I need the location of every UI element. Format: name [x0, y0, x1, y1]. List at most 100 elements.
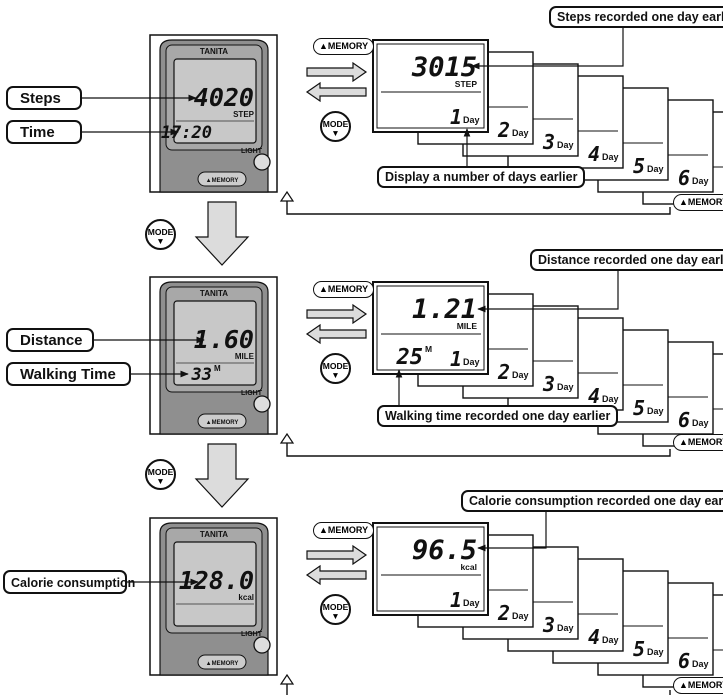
history-panel-front-inner: [376, 285, 485, 371]
history-day-number: 4: [588, 384, 600, 408]
history-front-unit: kcal: [460, 562, 477, 572]
callout-walking-time-one-day-earlier: Walking time recorded one day earlier: [377, 405, 619, 427]
device-brand: TANITA: [200, 47, 228, 56]
device-light-label: LIGHT: [241, 631, 263, 638]
history-front-sub-value: 25: [396, 345, 424, 370]
history-day-number: 2: [497, 360, 510, 384]
memory-button-row3[interactable]: ▲MEMORY: [313, 522, 375, 539]
arrow-left-mode: [305, 564, 367, 586]
history-day-number: 3: [542, 372, 555, 396]
history-front-day-number: 1: [450, 347, 462, 371]
memory-button-row1[interactable]: ▲MEMORY: [313, 38, 375, 55]
arrow-right-memory: [306, 544, 368, 566]
return-loop-arrowhead: [279, 673, 295, 685]
leader-calorie-one-day-earlier: [477, 512, 547, 552]
history-day-unit: Day: [602, 394, 619, 404]
history-day-unit: Day: [647, 647, 664, 657]
time-label: Time: [6, 120, 82, 144]
mode-button-between-1-2[interactable]: MODE▼: [145, 219, 176, 250]
device-lcd-sub-value: 33: [191, 365, 212, 385]
history-front-unit: MILE: [457, 321, 478, 331]
arrow-right-memory: [306, 61, 368, 83]
memory-button-loop-row2[interactable]: ▲MEMORY: [673, 434, 723, 451]
history-day-unit: Day: [512, 128, 529, 138]
device-light-button: [253, 153, 271, 171]
history-day-unit: Day: [647, 164, 664, 174]
device-brand: TANITA: [200, 530, 228, 539]
history-panel-front-inner: [376, 526, 485, 612]
walking-time-label: Walking Time: [6, 362, 131, 386]
history-front-unit: STEP: [455, 79, 478, 89]
return-loop-arrowhead: [279, 190, 295, 202]
mode-button-between-2-3[interactable]: MODE▼: [145, 459, 176, 490]
down-arrow-next-mode: [194, 201, 250, 266]
mode-button-row1[interactable]: MODE▼: [320, 111, 351, 142]
history-day-unit: Day: [602, 152, 619, 162]
history-front-value: 3015: [411, 52, 477, 83]
history-day-number: 5: [633, 637, 645, 661]
calorie-consumption-label: Calorie consumption: [3, 570, 135, 594]
history-day-unit: Day: [512, 611, 529, 621]
callout-steps-one-day-earlier: Steps recorded one day earlier: [549, 6, 723, 28]
device-memory-button: [197, 654, 247, 670]
device-lcd: [173, 541, 257, 627]
history-day-unit: Day: [557, 382, 574, 392]
down-arrow-next-mode: [194, 443, 250, 508]
history-day-number: 5: [633, 154, 645, 178]
history-day-unit: Day: [692, 659, 709, 669]
history-day-number: 2: [497, 601, 510, 625]
arrow-right-memory: [306, 303, 368, 325]
history-panel-front: [372, 39, 489, 133]
callout-calorie-one-day-earlier: Calorie consumption recorded one day ear…: [461, 490, 723, 512]
arrow-left-mode: [305, 81, 367, 103]
memory-button-row2[interactable]: ▲MEMORY: [313, 281, 375, 298]
history-front-sub-unit: M: [425, 344, 432, 354]
history-panel-front-inner: [376, 43, 485, 129]
callout-display-days-earlier: Display a number of days earlier: [377, 166, 586, 188]
device-lcd-sub-unit: M: [214, 364, 221, 373]
history-front-value: 1.21: [412, 294, 477, 325]
history-front-day-unit: Day: [463, 598, 480, 608]
mode-button-row2[interactable]: MODE▼: [320, 353, 351, 384]
distance-label: Distance: [6, 328, 94, 352]
device-memory-button-label: ▲MEMORY: [206, 661, 239, 667]
history-front-value: 96.5: [412, 535, 477, 566]
history-day-unit: Day: [692, 176, 709, 186]
device-lcd-main-unit: STEP: [233, 110, 255, 119]
device-lcd-main-unit: kcal: [238, 593, 254, 602]
history-front-day-unit: Day: [463, 357, 480, 367]
return-loop-line: [286, 678, 671, 695]
history-day-unit: Day: [647, 406, 664, 416]
return-loop-line: [286, 195, 671, 215]
device-lcd-main-unit: MILE: [235, 352, 255, 361]
memory-button-loop-row1[interactable]: ▲MEMORY: [673, 194, 723, 211]
history-panel-front: [372, 281, 489, 375]
return-loop-arrowhead: [279, 432, 295, 444]
history-day-number: 6: [678, 408, 690, 432]
device-light-button: [253, 636, 271, 654]
history-day-number: 5: [633, 396, 645, 420]
mode-button-row3[interactable]: MODE▼: [320, 594, 351, 625]
history-front-day-unit: Day: [463, 115, 480, 125]
device-lcd: [173, 300, 257, 386]
memory-button-loop-row3[interactable]: ▲MEMORY: [673, 677, 723, 694]
device-lcd-sub-value: 17:20: [161, 123, 212, 143]
device-lcd-main-value: 4020: [194, 83, 254, 112]
device-lcd-main-value: 128.0: [179, 566, 254, 595]
history-front-day-number: 1: [450, 588, 462, 612]
device-memory-button: [197, 413, 247, 429]
device-memory-button-label: ▲MEMORY: [206, 178, 239, 184]
device-light-label: LIGHT: [241, 148, 263, 155]
history-panel-front: [372, 522, 489, 616]
steps-label: Steps: [6, 86, 82, 110]
history-day-unit: Day: [602, 635, 619, 645]
history-day-unit: Day: [557, 623, 574, 633]
history-day-unit: Day: [692, 418, 709, 428]
history-day-number: 3: [542, 613, 555, 637]
callout-distance-one-day-earlier: Distance recorded one day earlier: [530, 249, 723, 271]
device-memory-button: [197, 171, 247, 187]
leader-distance-one-day-earlier: [477, 271, 619, 313]
device-memory-button-label: ▲MEMORY: [206, 420, 239, 426]
history-front-day-number: 1: [450, 105, 462, 129]
